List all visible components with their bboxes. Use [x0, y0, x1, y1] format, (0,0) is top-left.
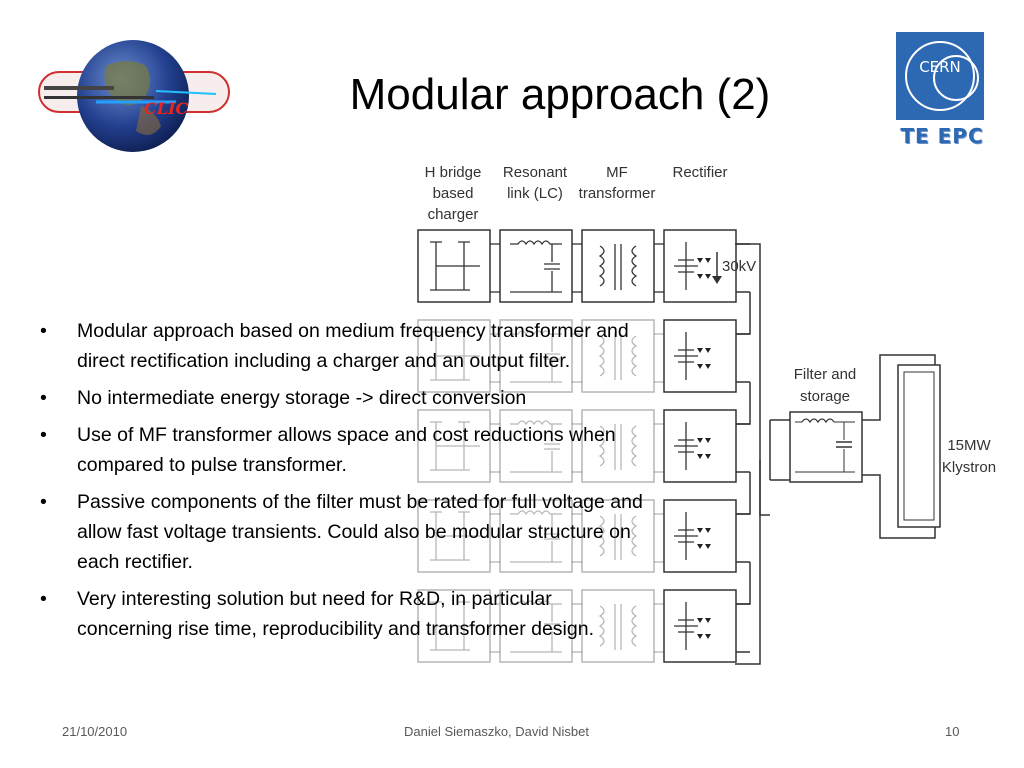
converter-module-row [417, 229, 751, 335]
svg-text:Resonant: Resonant [503, 164, 568, 181]
transformer-block [581, 319, 655, 393]
bullet-item: • Very interesting solution but need for… [40, 584, 650, 644]
clic-logo-text: CLIC [144, 99, 188, 118]
rectifier-block [663, 409, 737, 483]
resonant-link-block [499, 589, 573, 663]
cern-emblem: CERN [896, 32, 984, 120]
transformer-block [581, 499, 655, 573]
stage-label-resonant-link: Resonant link (LC) [503, 164, 568, 202]
stage-label-rectifier: Rectifier [672, 164, 727, 181]
voltage-label: 30kV [722, 258, 756, 275]
transformer-block [581, 229, 655, 303]
svg-text:Klystron: Klystron [942, 459, 996, 476]
footer-authors: Daniel Siemaszko, David Nisbet [404, 724, 589, 739]
svg-text:transformer: transformer [579, 185, 656, 202]
bullet-marker: • [40, 424, 47, 446]
rectifier-block [663, 589, 737, 663]
charger-block [417, 499, 491, 573]
bullet-item: • Passive components of the filter must … [40, 487, 650, 577]
bullet-marker: • [40, 320, 47, 342]
bullet-item: • Modular approach based on medium frequ… [40, 316, 650, 376]
bullet-text: Very interesting solution but need for R… [77, 588, 594, 640]
bullet-text: Passive components of the filter must be… [77, 491, 643, 573]
converter-module-row [417, 409, 751, 515]
rectifier-block [663, 229, 737, 303]
svg-text:link (LC): link (LC) [507, 185, 563, 202]
transformer-block [581, 409, 655, 483]
bullet-marker: • [40, 387, 47, 409]
rectifier-block [663, 499, 737, 573]
bullet-marker: • [40, 588, 47, 610]
bullet-list: • Modular approach based on medium frequ… [40, 316, 650, 651]
resonant-link-block [499, 319, 573, 393]
footer-date: 21/10/2010 [62, 724, 128, 739]
svg-text:Rectifier: Rectifier [672, 164, 727, 181]
bullet-text: No intermediate energy storage -> direct… [77, 387, 527, 409]
svg-text:storage: storage [800, 388, 850, 405]
charger-block [417, 319, 491, 393]
converter-module-row [417, 589, 750, 663]
svg-text:charger: charger [428, 206, 479, 223]
clic-logo: CLIC [36, 36, 236, 154]
converter-modules [417, 229, 751, 663]
bullet-item: • Use of MF transformer allows space and… [40, 420, 650, 480]
filter-label: Filter and storage [794, 366, 857, 405]
resonant-link-block [499, 229, 573, 303]
bullet-text: Use of MF transformer allows space and c… [77, 424, 616, 476]
te-epc-label: TE EPC [900, 124, 984, 148]
bullet-text: Modular approach based on medium frequen… [77, 320, 629, 372]
svg-text:MF: MF [606, 164, 628, 181]
rectifier-block [663, 319, 737, 393]
stage-label-charger: H bridge based charger [425, 164, 482, 223]
svg-text:15MW: 15MW [947, 437, 991, 454]
footer-page-number: 10 [945, 724, 960, 739]
svg-text:H bridge: H bridge [425, 164, 482, 181]
slide-title: Modular approach (2) [349, 70, 771, 119]
svg-text:based: based [433, 185, 474, 202]
klystron-label: 15MW Klystron [942, 437, 996, 476]
cern-logo-text: CERN [919, 58, 961, 76]
circuit-diagram: H bridge based charger Resonant link (LC… [410, 150, 1020, 670]
charger-block [417, 589, 491, 663]
converter-module-row [417, 499, 751, 605]
transformer-block [581, 589, 655, 663]
charger-block [417, 229, 491, 303]
resonant-link-block [499, 409, 573, 483]
svg-text:Filter and: Filter and [794, 366, 857, 383]
stage-label-mf-transformer: MF transformer [579, 164, 656, 202]
converter-module-row [417, 319, 751, 425]
bullet-item: • No intermediate energy storage -> dire… [40, 383, 650, 413]
charger-block [417, 409, 491, 483]
resonant-link-block [499, 499, 573, 573]
cern-logo: CERN TE EPC [896, 32, 988, 150]
bullet-marker: • [40, 491, 47, 513]
